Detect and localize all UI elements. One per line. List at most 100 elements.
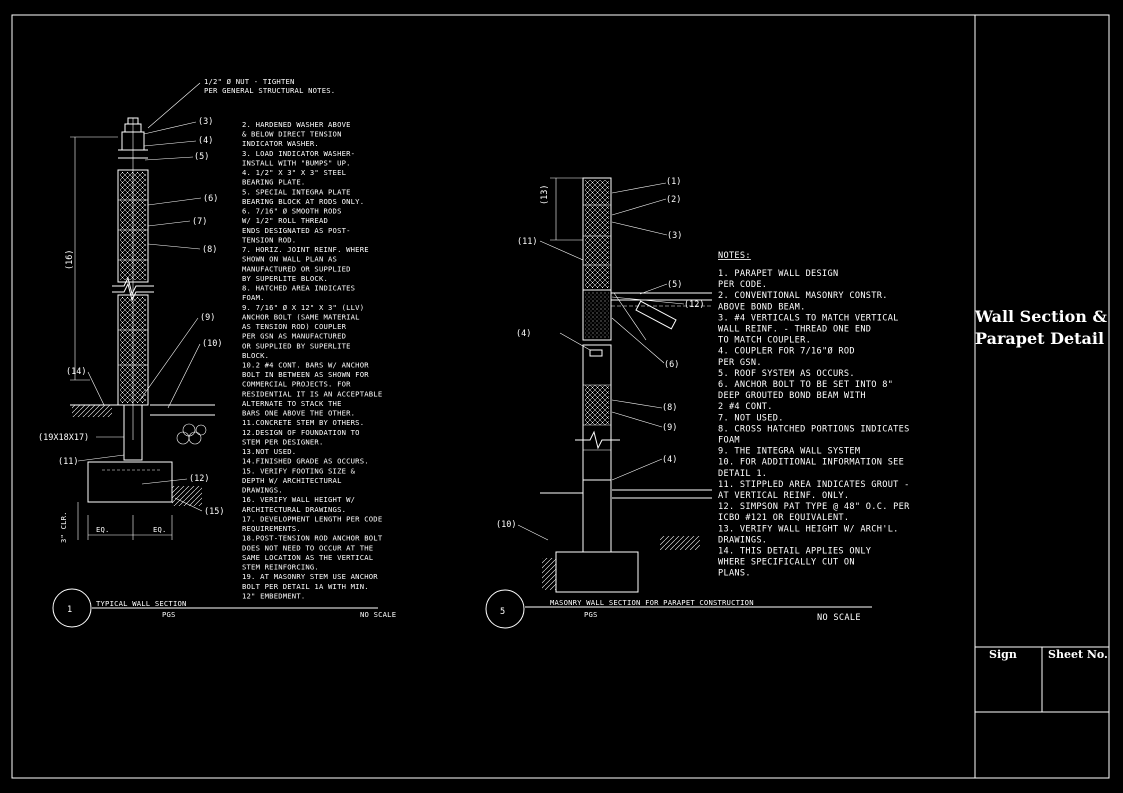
note-line: 14. THIS DETAIL APPLIES ONLY: [718, 547, 872, 557]
note-line: 19. AT MASONRY STEM USE ANCHOR: [242, 572, 378, 581]
note-line: 12" EMBEDMENT.: [242, 591, 305, 600]
note-line: PER GSN.: [718, 358, 762, 368]
note-line: BEARING BLOCK AT RODS ONLY.: [242, 197, 364, 206]
note-line: DRAWINGS.: [718, 535, 767, 545]
note-line: 3. LOAD INDICATOR WASHER-: [242, 149, 355, 158]
note-line: & BELOW DIRECT TENSION: [242, 130, 342, 139]
top-note-line-1: 1/2" Ø NUT - TIGHTEN: [204, 77, 295, 86]
sheet-border: [11, 14, 1110, 779]
note-line: WALL REINF. - THREAD ONE END: [718, 325, 871, 335]
note-line: 12. SIMPSON PAT TYPE @ 48" O.C. PER: [718, 502, 910, 512]
note-line: FOAM: [718, 436, 740, 446]
dim-eq-left: EQ.: [96, 525, 110, 534]
note-line: 2 #4 CONT.: [718, 402, 773, 412]
detail-5-number: 5: [500, 607, 505, 617]
detail-5-labels: (1) (2) (3) (11) (13) (5) (12) (4) (6) (…: [496, 177, 861, 623]
callout: (3): [667, 231, 682, 241]
callout: (5): [194, 152, 209, 162]
note-line: 9. THE INTEGRA WALL SYSTEM: [718, 447, 860, 457]
note-line: 9. 7/16" Ø X 12" X 3" (LLV): [242, 303, 364, 312]
callout: (4): [198, 136, 213, 146]
note-line: 6. ANCHOR BOLT TO BE SET INTO 8": [718, 380, 893, 390]
detail-1-labels: 1/2" Ø NUT - TIGHTEN PER GENERAL STRUCTU…: [38, 77, 396, 619]
note-line: TO MATCH COUPLER.: [718, 336, 811, 346]
detail-1-notes: 2. HARDENED WASHER ABOVE & BELOW DIRECT …: [242, 120, 383, 600]
note-line: ARCHITECTURAL DRAWINGS.: [242, 505, 346, 514]
note-line: 12.DESIGN OF FOUNDATION TO: [242, 428, 360, 437]
callout: (4): [662, 455, 677, 465]
note-line: 2. CONVENTIONAL MASONRY CONSTR.: [718, 291, 888, 301]
note-line: 5. SPECIAL INTEGRA PLATE: [242, 187, 351, 196]
sheet-number-label: Sheet No.: [1048, 648, 1108, 661]
note-line: STEM PER DESIGNER.: [242, 437, 324, 446]
note-line: RESIDENTIAL IT IS AN ACCEPTABLE: [242, 389, 382, 398]
detail-5-scale: NO SCALE: [817, 613, 861, 623]
note-line: ICBO #121 OR EQUIVALENT.: [718, 513, 849, 523]
note-line: AS TENSION ROD) COUPLER: [242, 322, 347, 331]
note-line: 8. HATCHED AREA INDICATES: [242, 284, 355, 293]
note-line: 8. CROSS HATCHED PORTIONS INDICATES: [718, 424, 910, 434]
note-line: BY SUPERLITE BLOCK.: [242, 274, 328, 283]
note-line: SHOWN ON WALL PLAN AS: [242, 255, 337, 264]
dimension-16: (16): [65, 250, 75, 270]
title-block: Wall Section & Parapet Detail Sign Sheet…: [974, 15, 1109, 778]
detail-5-subtitle: PGS: [584, 610, 598, 619]
callout: (3): [198, 117, 213, 127]
detail-5-bubble: [485, 589, 525, 629]
note-line: 17. DEVELOPMENT LENGTH PER CODE: [242, 514, 382, 523]
note-line: DETAIL 1.: [718, 469, 767, 479]
note-line: 1. PARAPET WALL DESIGN: [718, 269, 838, 279]
note-line: STEM REINFORCING.: [242, 563, 319, 572]
callout: (15): [204, 507, 224, 517]
note-line: 7. HORIZ. JOINT REINF. WHERE: [242, 245, 369, 254]
note-line: 13.NOT USED.: [242, 447, 296, 456]
note-line: BEARING PLATE.: [242, 178, 305, 187]
detail-5-graphics: [485, 177, 872, 629]
note-line: COMMERCIAL PROJECTS. FOR: [242, 380, 351, 389]
note-line: 2. HARDENED WASHER ABOVE: [242, 120, 351, 129]
callout: (8): [662, 403, 677, 413]
note-line: W/ 1/2" ROLL THREAD: [242, 216, 328, 225]
note-line: 15. VERIFY FOOTING SIZE &: [242, 466, 356, 475]
sign-label: Sign: [989, 648, 1017, 661]
note-line: ENDS DESIGNATED AS POST-: [242, 226, 351, 235]
note-line: BOLT PER DETAIL 1A WITH MIN.: [242, 582, 369, 591]
note-line: FOAM.: [242, 293, 265, 302]
note-line: 6. 7/16" Ø SMOOTH RODS: [242, 207, 342, 216]
note-line: REQUIREMENTS.: [242, 524, 301, 533]
title-line-1: Wall Section &: [974, 307, 1107, 326]
note-line: PER CODE.: [718, 280, 767, 290]
note-line: BARS ONE ABOVE THE OTHER.: [242, 409, 355, 418]
note-line: DOES NOT NEED TO OCCUR AT THE: [242, 543, 373, 552]
detail-1-subtitle: PGS: [162, 610, 176, 619]
callout: (6): [664, 360, 679, 370]
note-line: OR SUPPLIED BY SUPERLITE: [242, 341, 351, 350]
note-line: SAME LOCATION AS THE VERTICAL: [242, 553, 373, 562]
note-line: PER GSN AS MANUFACTURED: [242, 332, 346, 341]
note-line: 3. #4 VERTICALS TO MATCH VERTICAL: [718, 313, 899, 323]
note-line: 7. NOT USED.: [718, 413, 784, 423]
note-line: 11.CONCRETE STEM BY OTHERS.: [242, 418, 364, 427]
note-line: 16. VERIFY WALL HEIGHT W/: [242, 495, 355, 504]
note-line: 18.POST-TENSION ROD ANCHOR BOLT: [242, 534, 383, 543]
note-line: 10. FOR ADDITIONAL INFORMATION SEE: [718, 458, 904, 468]
note-line: 5. ROOF SYSTEM AS OCCURS.: [718, 369, 855, 379]
note-line: 13. VERIFY WALL HEIGHT W/ ARCH'L.: [718, 524, 899, 534]
note-line: INSTALL WITH "BUMPS" UP.: [242, 158, 351, 167]
note-line: ALTERNATE TO STACK THE: [242, 399, 342, 408]
note-line: 11. STIPPLED AREA INDICATES GROUT -: [718, 480, 910, 490]
callout: (6): [203, 194, 218, 204]
callout: (12): [189, 474, 209, 484]
callout: (10): [202, 339, 222, 349]
detail-5-title: MASONRY WALL SECTION FOR PARAPET CONSTRU…: [550, 598, 754, 607]
callout: (14): [66, 367, 86, 377]
callout: (5): [667, 280, 682, 290]
callout: (7): [192, 217, 207, 227]
note-line: DEEP GROUTED BOND BEAM WITH: [718, 391, 866, 401]
callout: (10): [496, 520, 516, 530]
dim-eq-right: EQ.: [153, 525, 167, 534]
callout: (12): [684, 300, 704, 310]
callout: (2): [666, 195, 681, 205]
callout: (11): [517, 237, 537, 247]
